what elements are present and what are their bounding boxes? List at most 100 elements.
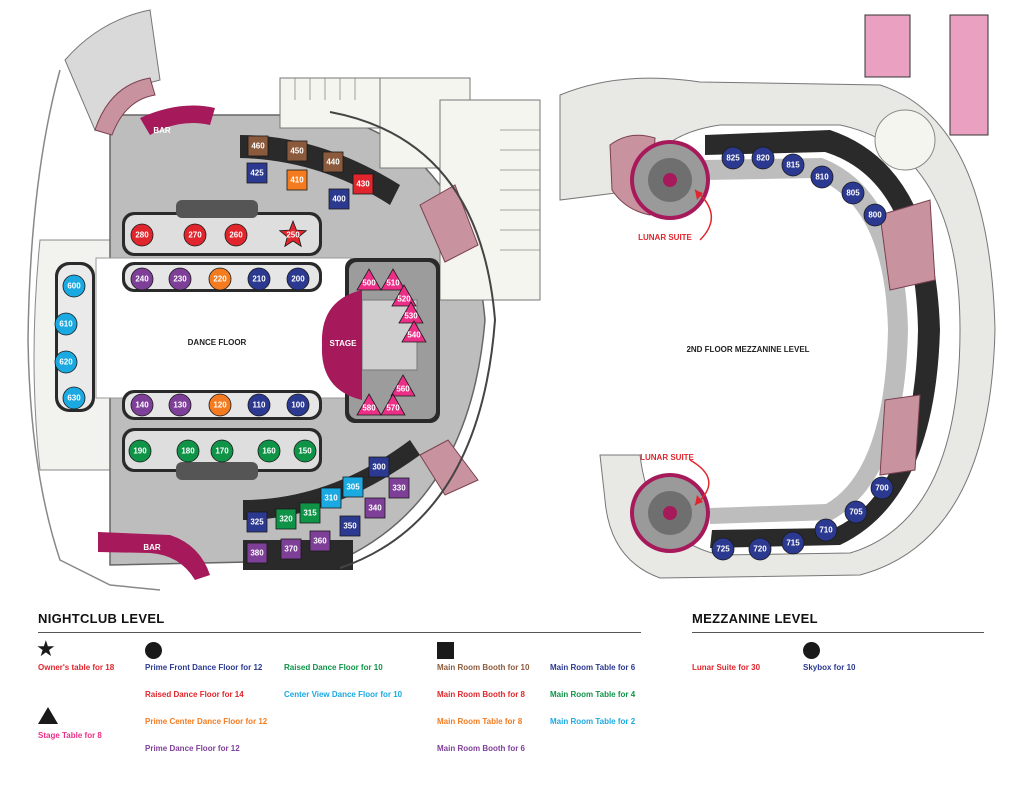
table-810-label: 810 — [815, 173, 829, 182]
table-620-label: 620 — [59, 358, 73, 367]
table-820[interactable]: 820 — [751, 146, 775, 170]
table-610-label: 610 — [59, 320, 73, 329]
table-580-label: 580 — [362, 404, 376, 413]
legend-table-8: Main Room Table for 8 — [437, 717, 523, 726]
table-340[interactable]: 340 — [364, 497, 386, 519]
table-350[interactable]: 350 — [339, 515, 361, 537]
table-530[interactable]: 530 — [398, 301, 424, 324]
mezzanine-structure — [559, 14, 996, 579]
bar-bottom-label: BAR — [143, 543, 161, 552]
table-510-marker — [380, 268, 406, 291]
table-370[interactable]: 370 — [280, 538, 302, 560]
table-270[interactable]: 270 — [183, 223, 207, 247]
table-180[interactable]: 180 — [176, 439, 200, 463]
table-700[interactable]: 700 — [870, 476, 894, 500]
table-300[interactable]: 300 — [368, 456, 390, 478]
table-410[interactable]: 410 — [286, 169, 308, 191]
table-800[interactable]: 800 — [863, 203, 887, 227]
table-130-marker — [168, 393, 192, 417]
table-580[interactable]: 580 — [356, 393, 382, 416]
table-250[interactable]: 250 — [278, 219, 308, 248]
table-260[interactable]: 260 — [224, 223, 248, 247]
table-825[interactable]: 825 — [721, 146, 745, 170]
table-230[interactable]: 230 — [168, 267, 192, 291]
table-460-label: 460 — [251, 142, 265, 151]
table-560-label: 560 — [396, 385, 410, 394]
table-220[interactable]: 220 — [208, 267, 232, 291]
table-140[interactable]: 140 — [130, 393, 154, 417]
table-825-marker — [721, 146, 745, 170]
table-350-label: 350 — [343, 522, 357, 531]
table-610[interactable]: 610 — [54, 312, 78, 336]
table-380[interactable]: 380 — [246, 542, 268, 564]
table-270-marker — [183, 223, 207, 247]
table-150[interactable]: 150 — [293, 439, 317, 463]
table-510[interactable]: 510 — [380, 268, 406, 291]
table-710[interactable]: 710 — [814, 518, 838, 542]
table-310-label: 310 — [324, 494, 338, 503]
table-560[interactable]: 560 — [390, 374, 416, 397]
table-430[interactable]: 430 — [352, 173, 374, 195]
table-360[interactable]: 360 — [309, 530, 331, 552]
table-150-marker — [293, 439, 317, 463]
table-170[interactable]: 170 — [210, 439, 234, 463]
table-325[interactable]: 325 — [246, 511, 268, 533]
table-330[interactable]: 330 — [388, 477, 410, 499]
table-160[interactable]: 160 — [257, 439, 281, 463]
table-815[interactable]: 815 — [781, 153, 805, 177]
legend-prime-front: Prime Front Dance Floor for 12 — [145, 663, 263, 672]
table-600[interactable]: 600 — [62, 274, 86, 298]
table-540-label: 540 — [407, 331, 421, 340]
table-240[interactable]: 240 — [130, 267, 154, 291]
table-280[interactable]: 280 — [130, 223, 154, 247]
table-300-label: 300 — [372, 463, 386, 472]
table-315-marker — [299, 502, 321, 524]
table-315[interactable]: 315 — [299, 502, 321, 524]
table-705[interactable]: 705 — [844, 500, 868, 524]
table-700-label: 700 — [875, 484, 889, 493]
table-305-label: 305 — [346, 483, 360, 492]
table-140-label: 140 — [135, 401, 149, 410]
table-825-label: 825 — [726, 154, 740, 163]
table-460[interactable]: 460 — [247, 135, 269, 157]
table-100[interactable]: 100 — [286, 393, 310, 417]
table-820-marker — [751, 146, 775, 170]
table-320[interactable]: 320 — [275, 508, 297, 530]
table-805[interactable]: 805 — [841, 181, 865, 205]
table-570[interactable]: 570 — [380, 393, 406, 416]
table-305[interactable]: 305 — [342, 476, 364, 498]
table-500[interactable]: 500 — [356, 268, 382, 291]
table-520[interactable]: 520 — [391, 284, 417, 307]
table-540[interactable]: 540 — [401, 320, 427, 343]
table-110[interactable]: 110 — [247, 393, 271, 417]
table-425[interactable]: 425 — [246, 162, 268, 184]
table-630[interactable]: 630 — [62, 386, 86, 410]
table-800-marker — [863, 203, 887, 227]
table-400[interactable]: 400 — [328, 188, 350, 210]
table-500-marker — [356, 268, 382, 291]
table-130[interactable]: 130 — [168, 393, 192, 417]
table-200[interactable]: 200 — [286, 267, 310, 291]
table-715-marker — [781, 531, 805, 555]
table-250-marker — [278, 219, 308, 248]
table-210[interactable]: 210 — [247, 267, 271, 291]
lunar-suite-bottom-label: LUNAR SUITE — [640, 453, 694, 462]
table-450[interactable]: 450 — [286, 140, 308, 162]
table-430-marker — [352, 173, 374, 195]
table-725[interactable]: 725 — [711, 537, 735, 561]
table-810[interactable]: 810 — [810, 165, 834, 189]
table-440-label: 440 — [326, 158, 340, 167]
table-400-label: 400 — [332, 195, 346, 204]
table-360-label: 360 — [313, 537, 327, 546]
table-620[interactable]: 620 — [54, 350, 78, 374]
table-720[interactable]: 720 — [748, 537, 772, 561]
table-190[interactable]: 190 — [128, 439, 152, 463]
table-270-label: 270 — [188, 231, 202, 240]
table-440[interactable]: 440 — [322, 151, 344, 173]
table-310[interactable]: 310 — [320, 487, 342, 509]
table-230-marker — [168, 267, 192, 291]
table-120[interactable]: 120 — [208, 393, 232, 417]
table-325-marker — [246, 511, 268, 533]
table-715[interactable]: 715 — [781, 531, 805, 555]
table-170-marker — [210, 439, 234, 463]
